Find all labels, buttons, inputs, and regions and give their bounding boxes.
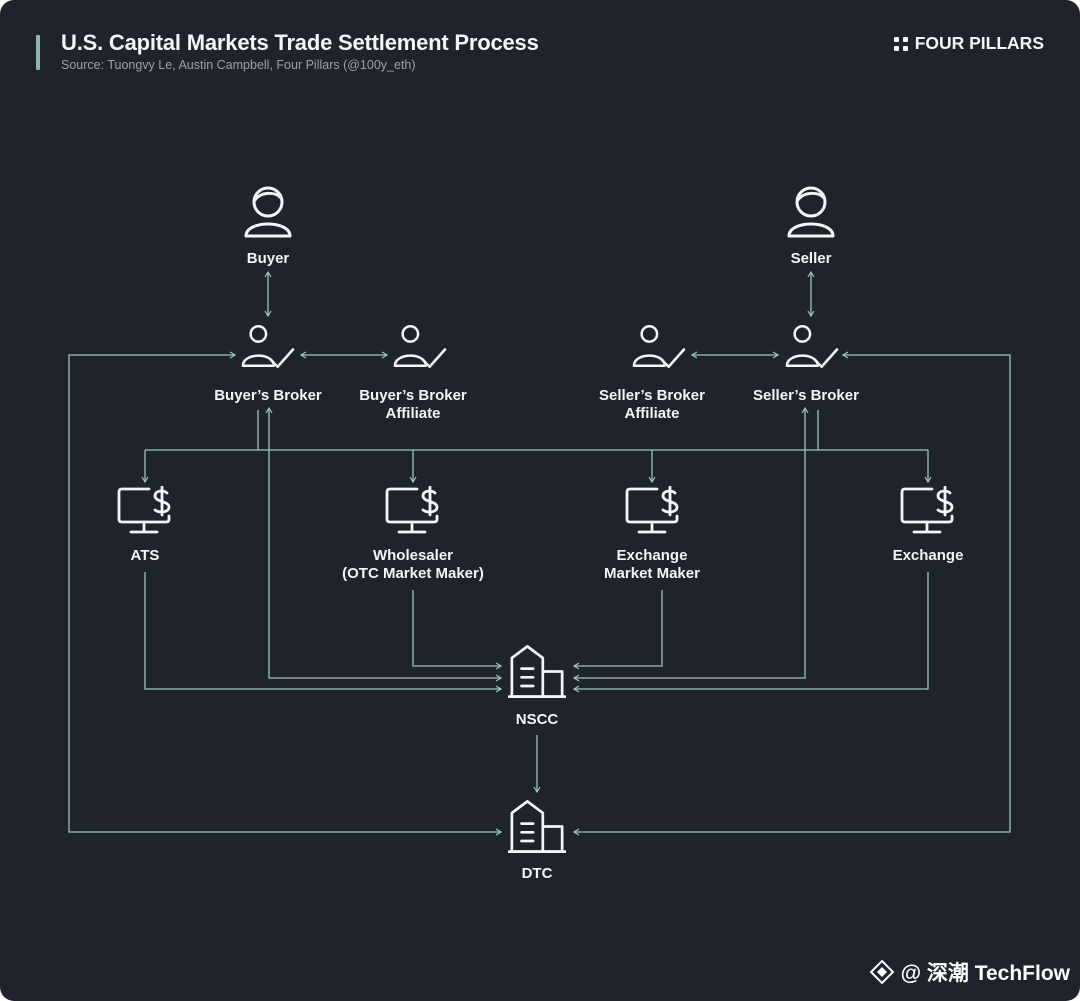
buyers-broker-label: Buyer’s Broker [214,387,322,404]
exchange-label: Exchange [892,547,964,564]
buyer-label: Buyer [246,250,290,267]
sellers-broker-user-check-icon [785,324,839,369]
dtc-seller-broker-loop [572,351,1011,836]
dtc-label: DTC [521,865,553,882]
brand-logo: FOUR PILLARS [893,33,1044,54]
wholesaler-monitor-dollar-icon [385,486,439,534]
title-accent-bar [36,35,40,70]
dtc-building-icon [508,799,566,854]
node-icons [117,186,954,854]
source-caption: Source: Tuongvy Le, Austin Campbell, Fou… [61,58,416,72]
brand-name: FOUR PILLARS [914,33,1044,53]
nscc-seller-broker-link [572,406,809,682]
exchange-mm-monitor-dollar-icon [625,486,679,534]
wholesaler-label: Wholesaler (OTC Market Maker) [342,547,484,582]
wholesaler-to-nscc [412,590,503,670]
sellers-broker-affiliate-user-check-icon [632,324,686,369]
techflow-logo-icon [869,959,894,985]
nscc-label: NSCC [515,711,559,728]
sellers-broker-affiliate-label: Seller’s Broker Affiliate [599,387,705,422]
four-pillars-logo-icon [893,36,908,51]
page-title: U.S. Capital Markets Trade Settlement Pr… [61,30,539,55]
connector-lines [68,270,1011,836]
techflow-watermark: @ 深潮 TechFlow [869,957,1070,987]
exchange-mm-to-nscc [572,590,663,670]
nscc-building-icon [508,644,566,699]
buyers-broker-affiliate-user-check-icon [393,324,447,369]
sellers-broker-label: Seller’s Broker [753,387,859,404]
buyer-person-icon [244,186,292,238]
ats-label: ATS [130,547,160,564]
exchange-monitor-dollar-icon [900,486,954,534]
watermark-text: @ 深潮 TechFlow [900,962,1070,985]
ats-monitor-dollar-icon [117,486,171,534]
exchange-to-nscc [572,572,929,693]
seller-person-icon [787,186,835,238]
nscc-buyer-broker-link [265,406,503,682]
dtc-buyer-broker-loop [68,351,503,836]
ats-to-nscc [144,572,503,693]
buyers-broker-user-check-icon [241,324,295,369]
buyers-broker-affiliate-label: Buyer’s Broker Affiliate [359,387,467,422]
seller-label: Seller [790,250,832,267]
exchange-market-maker-label: Exchange Market Maker [604,547,700,582]
